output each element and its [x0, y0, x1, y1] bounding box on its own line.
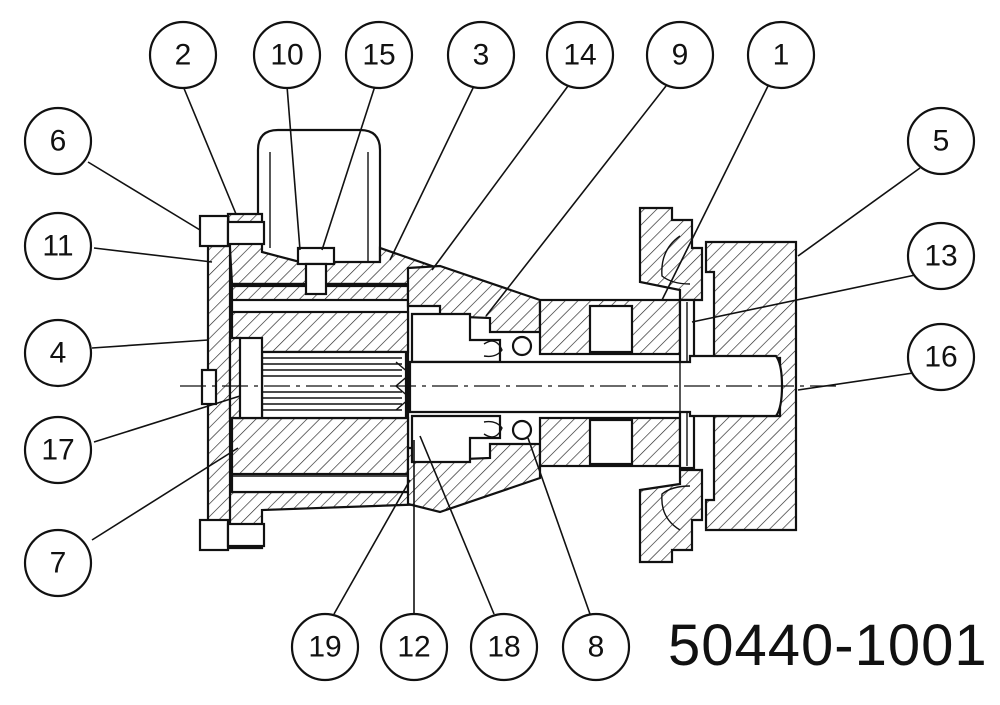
drain-plug-head [296, 246, 336, 266]
callout-5: 5 [906, 106, 976, 176]
svg-text:6: 6 [50, 125, 67, 158]
svg-text:2: 2 [175, 39, 192, 72]
svg-text:14: 14 [563, 39, 596, 72]
flange-top [638, 206, 704, 302]
seal-upper [410, 312, 502, 364]
flange-bottom [638, 468, 704, 564]
callout-13: 13 [906, 221, 976, 291]
callout-8: 8 [561, 612, 631, 682]
callout-1: 1 [746, 20, 816, 90]
impeller-lower [230, 416, 410, 476]
seal-lower [410, 414, 502, 464]
cover-screw-top [198, 214, 230, 248]
cam-screw [200, 368, 218, 406]
leader-lines [87, 85, 921, 615]
callout-9: 9 [645, 20, 715, 90]
impeller-upper [230, 310, 410, 354]
callout-bubbles: 2 10 15 3 14 9 1 6 5 11 13 4 16 17 7 19 … [23, 20, 976, 682]
svg-text:10: 10 [270, 39, 303, 72]
svg-text:7: 7 [50, 547, 67, 580]
part-number: 50440-1001 [668, 613, 988, 678]
svg-text:1: 1 [773, 39, 790, 72]
svg-text:12: 12 [397, 631, 430, 664]
svg-text:19: 19 [308, 631, 341, 664]
svg-text:11: 11 [42, 230, 73, 263]
cover-screw-bottom [198, 518, 230, 552]
callout-19: 19 [290, 612, 360, 682]
callout-4: 4 [23, 318, 93, 388]
svg-text:16: 16 [924, 341, 957, 374]
callout-11: 11 [23, 211, 93, 281]
inlet-port [256, 128, 382, 262]
callout-15: 15 [344, 20, 414, 90]
callout-16: 16 [906, 322, 976, 392]
callout-17: 17 [23, 415, 93, 485]
svg-text:17: 17 [41, 434, 74, 467]
callout-2: 2 [148, 20, 218, 90]
svg-text:15: 15 [362, 39, 395, 72]
callout-3: 3 [446, 20, 516, 90]
callout-12: 12 [379, 612, 449, 682]
svg-text:3: 3 [473, 39, 490, 72]
callout-10: 10 [252, 20, 322, 90]
svg-text:4: 4 [50, 337, 67, 370]
svg-text:13: 13 [924, 240, 957, 273]
svg-text:9: 9 [672, 39, 689, 72]
callout-7: 7 [23, 528, 93, 598]
callout-14: 14 [545, 20, 615, 90]
callout-18: 18 [469, 612, 539, 682]
svg-text:18: 18 [487, 631, 520, 664]
drain-plug-body [304, 262, 328, 296]
callout-6: 6 [23, 106, 93, 176]
splined-hub [260, 350, 408, 420]
svg-text:8: 8 [588, 631, 605, 664]
pump-body [180, 128, 836, 564]
svg-text:5: 5 [933, 125, 950, 158]
